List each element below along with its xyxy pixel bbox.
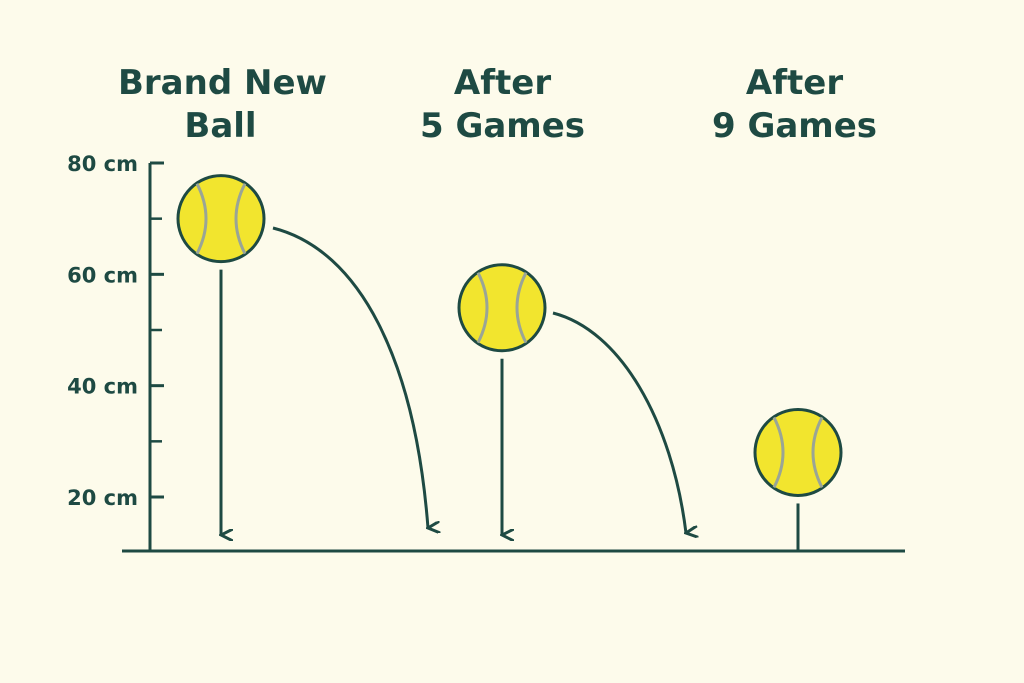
tick-label: 40 cm: [67, 375, 138, 399]
ball-seam: [772, 416, 785, 489]
tennis-ball-icon: [753, 407, 843, 497]
ball-body: [753, 407, 843, 497]
stage-title-line: After: [453, 63, 552, 103]
stage-title-line: After: [745, 63, 844, 103]
curved-arrow-icon: [272, 226, 428, 528]
y-axis: 80 cm 60 cm 40 cm 20 cm: [67, 152, 905, 553]
stage-title-line: 9 Games: [711, 106, 878, 146]
stage-title-9-games: After 9 Games: [702, 62, 887, 148]
curved-arrow-icon: [552, 311, 686, 533]
ball-seam: [476, 272, 489, 344]
ball-body: [457, 263, 547, 353]
tick-label: 20 cm: [67, 486, 138, 510]
tick-label: 80 cm: [67, 152, 138, 176]
stage-title-line: Brand New: [118, 63, 327, 103]
stage-title-5-games: After 5 Games: [410, 62, 595, 148]
balls: [176, 174, 843, 497]
tennis-ball-icon: [176, 174, 266, 264]
stage-title-new-ball: Brand New Ball: [118, 62, 327, 148]
stage-title-line: 5 Games: [419, 106, 586, 146]
stage-title-line: Ball: [184, 106, 257, 146]
ball-seam: [515, 272, 528, 344]
ball-body: [176, 174, 266, 264]
bounce-arrows: [221, 226, 800, 551]
ball-seam: [234, 182, 247, 255]
tick-label: 60 cm: [67, 263, 138, 287]
tennis-ball-icon: [457, 263, 547, 353]
ball-seam: [811, 416, 824, 489]
ball-seam: [195, 182, 208, 255]
